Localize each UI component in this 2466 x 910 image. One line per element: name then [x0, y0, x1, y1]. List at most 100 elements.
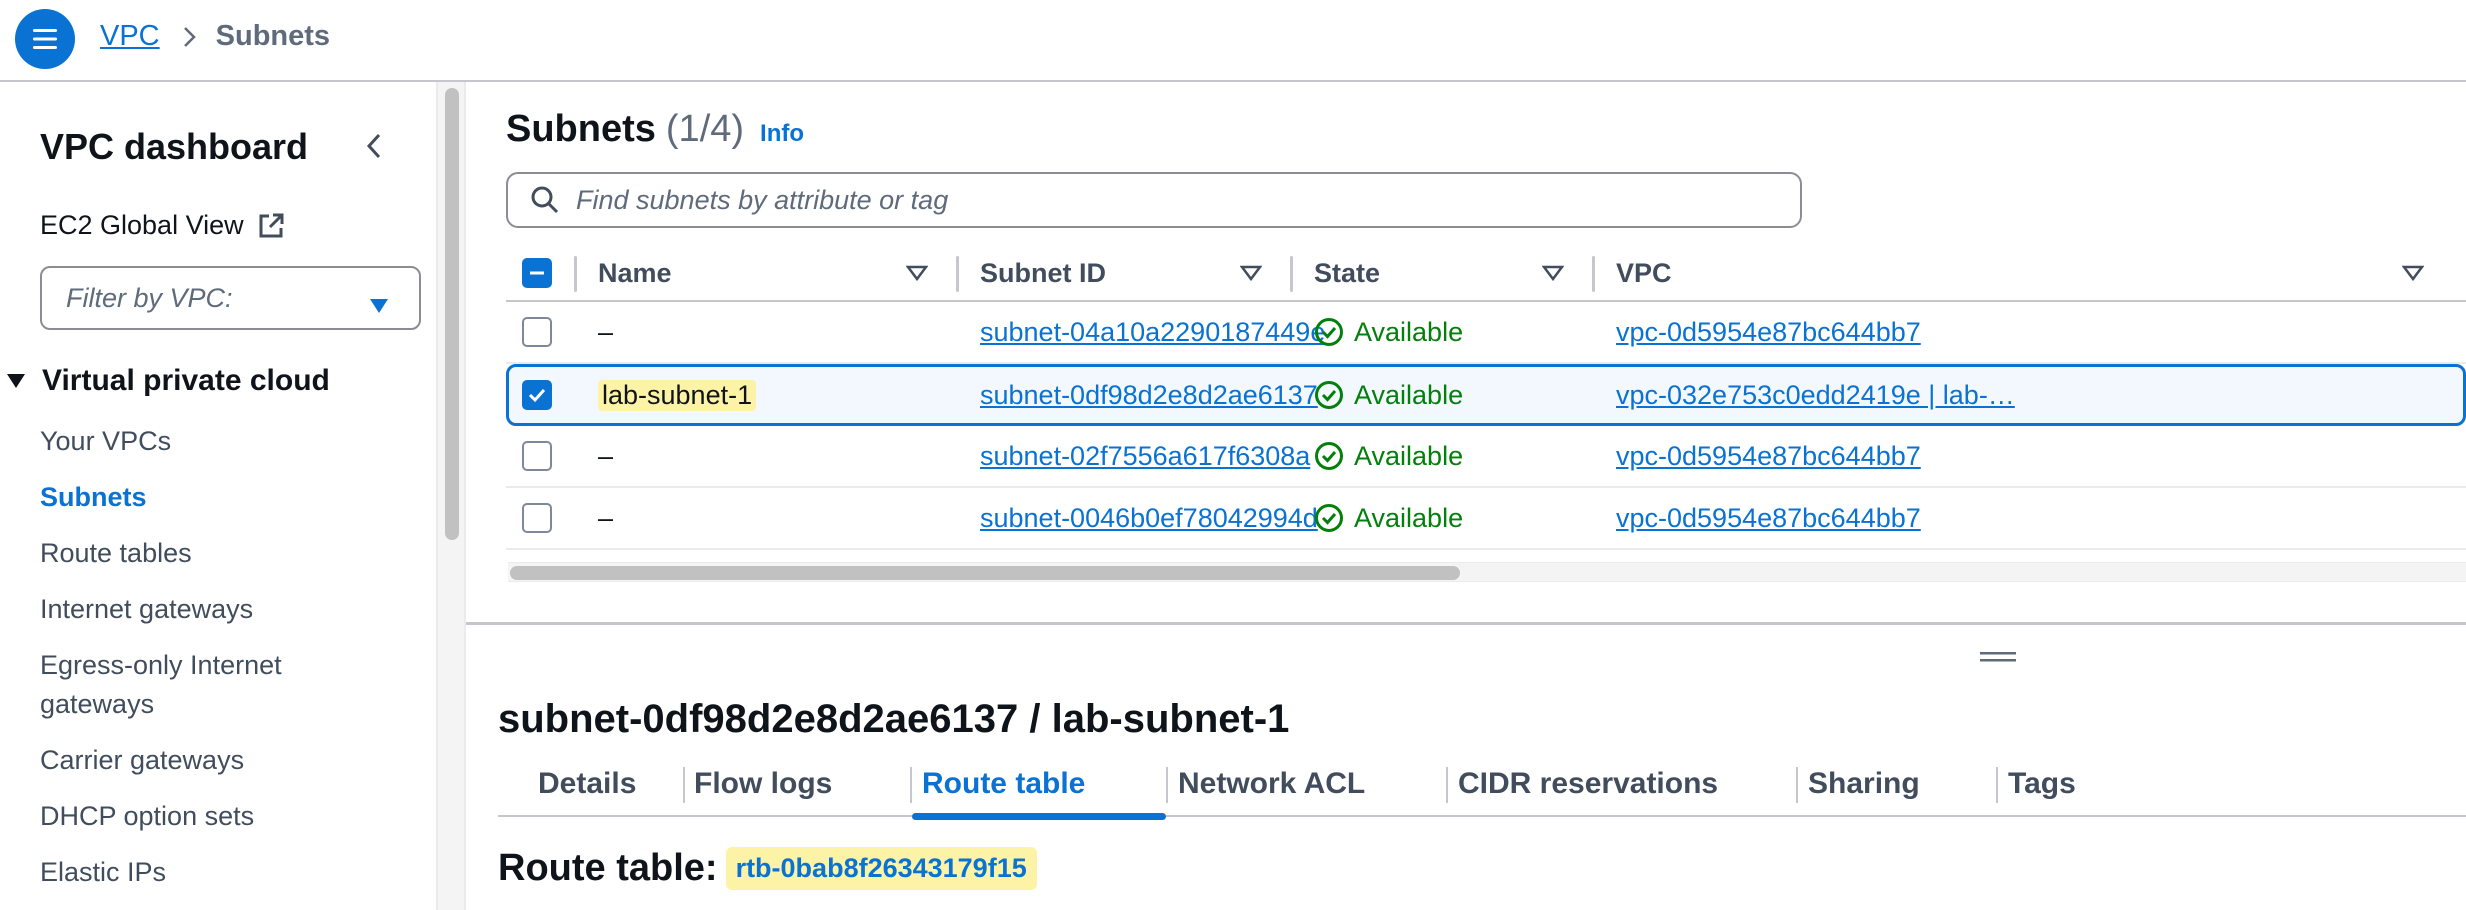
select-all-checkbox[interactable]	[522, 258, 552, 288]
table-row-selected[interactable]: lab-subnet-1 subnet-0df98d2e8d2ae6137 Av…	[506, 364, 2466, 426]
tab-divider	[1796, 767, 1798, 803]
detail-split-panel: subnet-0df98d2e8d2ae6137 / lab-subnet-1 …	[466, 622, 2466, 910]
search-box	[506, 172, 1802, 228]
global-view-label: EC2 Global View	[40, 210, 244, 240]
check-circle-icon	[1315, 381, 1343, 409]
column-header-subnet-id[interactable]: Subnet ID	[980, 244, 1106, 302]
caret-down-icon	[6, 373, 26, 389]
check-circle-icon	[1315, 504, 1343, 532]
row-checkbox[interactable]	[522, 317, 552, 347]
hamburger-icon	[33, 29, 57, 49]
checkmark-icon	[528, 388, 546, 403]
info-link[interactable]: Info	[760, 120, 805, 147]
row-checkbox[interactable]	[522, 441, 552, 471]
column-header-vpc[interactable]: VPC	[1616, 244, 1672, 302]
selection-count: (1/4)	[665, 108, 745, 150]
column-divider[interactable]	[1290, 256, 1293, 292]
table-row[interactable]: – subnet-02f7556a617f6308a Available vpc…	[506, 426, 2466, 488]
sort-icon[interactable]	[1240, 244, 1262, 302]
row-name: –	[598, 316, 614, 347]
subnet-id-link[interactable]: subnet-04a10a2290187449e	[980, 316, 1326, 347]
column-divider[interactable]	[956, 256, 959, 292]
breadcrumb-current: Subnets	[215, 20, 331, 52]
breadcrumb-vpc-link[interactable]: VPC	[100, 20, 160, 52]
sidebar-item-your-vpcs[interactable]: Your VPCs	[40, 426, 172, 456]
sidebar-item-elastic-ips[interactable]: Elastic IPs	[40, 857, 167, 887]
vpc-link[interactable]: vpc-032e753c0edd2419e | lab-…	[1616, 379, 2015, 410]
table-horizontal-scrollbar[interactable]	[508, 562, 2466, 582]
row-name: –	[598, 440, 614, 471]
vpc-link[interactable]: vpc-0d5954e87bc644bb7	[1616, 440, 1921, 471]
vpc-filter-select[interactable]: Filter by VPC:	[40, 266, 421, 330]
row-checkbox[interactable]	[522, 503, 552, 533]
state-label: Available	[1354, 316, 1464, 347]
indeterminate-icon	[530, 271, 544, 275]
tab-tags[interactable]: Tags	[2008, 767, 2076, 800]
route-table-id-link[interactable]: rtb-0bab8f26343179f15	[725, 847, 1037, 890]
search-icon	[531, 186, 559, 214]
tab-network-acl[interactable]: Network ACL	[1178, 767, 1366, 800]
resize-handle-icon[interactable]	[1980, 649, 2016, 670]
vpc-link[interactable]: vpc-0d5954e87bc644bb7	[1616, 502, 1921, 533]
sidebar-item-dhcp-option-sets[interactable]: DHCP option sets	[40, 801, 255, 831]
column-divider[interactable]	[574, 256, 577, 292]
route-table-label: Route table:	[498, 847, 718, 889]
tab-sharing[interactable]: Sharing	[1808, 767, 1920, 800]
top-bar: VPC Subnets	[0, 0, 2466, 82]
tab-divider	[683, 767, 685, 803]
page-title: Subnets	[506, 108, 656, 150]
vpc-filter-placeholder: Filter by VPC:	[66, 282, 233, 313]
tab-flow-logs[interactable]: Flow logs	[694, 767, 833, 800]
status-badge: Available	[1314, 367, 1463, 423]
column-header-name[interactable]: Name	[598, 244, 672, 302]
tab-divider	[1166, 767, 1168, 803]
route-table-heading: Route table: rtb-0bab8f26343179f15	[498, 847, 1037, 890]
status-badge: Available	[1314, 302, 1463, 362]
table-row[interactable]: – subnet-04a10a2290187449e Available vpc…	[506, 302, 2466, 364]
sort-icon[interactable]	[906, 244, 928, 302]
column-vpc-label: VPC	[1616, 257, 1672, 288]
ec2-global-view-link[interactable]: EC2 Global View	[40, 210, 286, 241]
external-link-icon	[256, 211, 286, 241]
column-subnet-id-label: Subnet ID	[980, 257, 1106, 288]
row-checkbox-checked[interactable]	[522, 380, 552, 410]
scrollbar-thumb[interactable]	[445, 88, 459, 540]
subnet-id-link[interactable]: subnet-0046b0ef78042994d	[980, 502, 1318, 533]
detail-tabs: Details Flow logs Route table Network AC…	[498, 751, 2466, 820]
virtual-private-cloud-section[interactable]: Virtual private cloud	[6, 364, 330, 398]
section-label: Virtual private cloud	[42, 364, 330, 397]
status-badge: Available	[1314, 426, 1463, 486]
sidebar-item-egress-only-internet-gateways[interactable]: Egress-only Internet gateways	[40, 650, 282, 719]
sort-icon[interactable]	[1542, 244, 1564, 302]
chevron-left-icon	[366, 133, 381, 159]
column-divider[interactable]	[1592, 256, 1595, 292]
active-tab-indicator	[912, 813, 1166, 820]
table-row[interactable]: – subnet-0046b0ef78042994d Available vpc…	[506, 488, 2466, 550]
breadcrumb: VPC Subnets	[100, 20, 330, 53]
sort-icon[interactable]	[2402, 244, 2424, 302]
vpc-link[interactable]: vpc-0d5954e87bc644bb7	[1616, 316, 1921, 347]
row-name: lab-subnet-1	[598, 379, 757, 411]
check-circle-icon	[1315, 318, 1343, 346]
select-all-cell	[522, 244, 552, 302]
sidebar-item-carrier-gateways[interactable]: Carrier gateways	[40, 745, 245, 775]
tab-divider	[1446, 767, 1448, 803]
subnets-panel: Subnets (1/4) Info Name Subnet ID State	[466, 82, 2466, 622]
column-header-state[interactable]: State	[1314, 244, 1380, 302]
sidebar-item-route-tables[interactable]: Route tables	[40, 538, 192, 568]
scrollbar-thumb[interactable]	[510, 566, 1460, 580]
sidebar-item-internet-gateways[interactable]: Internet gateways	[40, 594, 254, 624]
sidebar-collapse-button[interactable]	[354, 126, 394, 166]
tab-cidr-reservations[interactable]: CIDR reservations	[1458, 767, 1719, 800]
sidebar-item-subnets[interactable]: Subnets	[40, 482, 147, 512]
search-input[interactable]	[576, 184, 1776, 216]
subnet-id-link[interactable]: subnet-0df98d2e8d2ae6137	[980, 379, 1318, 410]
menu-button[interactable]	[15, 9, 75, 69]
sidebar-title: VPC dashboard	[40, 126, 309, 167]
sidebar-scrollbar[interactable]	[436, 82, 466, 910]
tab-route-table[interactable]: Route table	[922, 767, 1086, 800]
tab-details[interactable]: Details	[538, 767, 637, 800]
subnet-id-link[interactable]: subnet-02f7556a617f6308a	[980, 440, 1311, 471]
subnets-table: Name Subnet ID State VPC – subnet-04a10a…	[506, 244, 2466, 550]
status-badge: Available	[1314, 488, 1463, 548]
